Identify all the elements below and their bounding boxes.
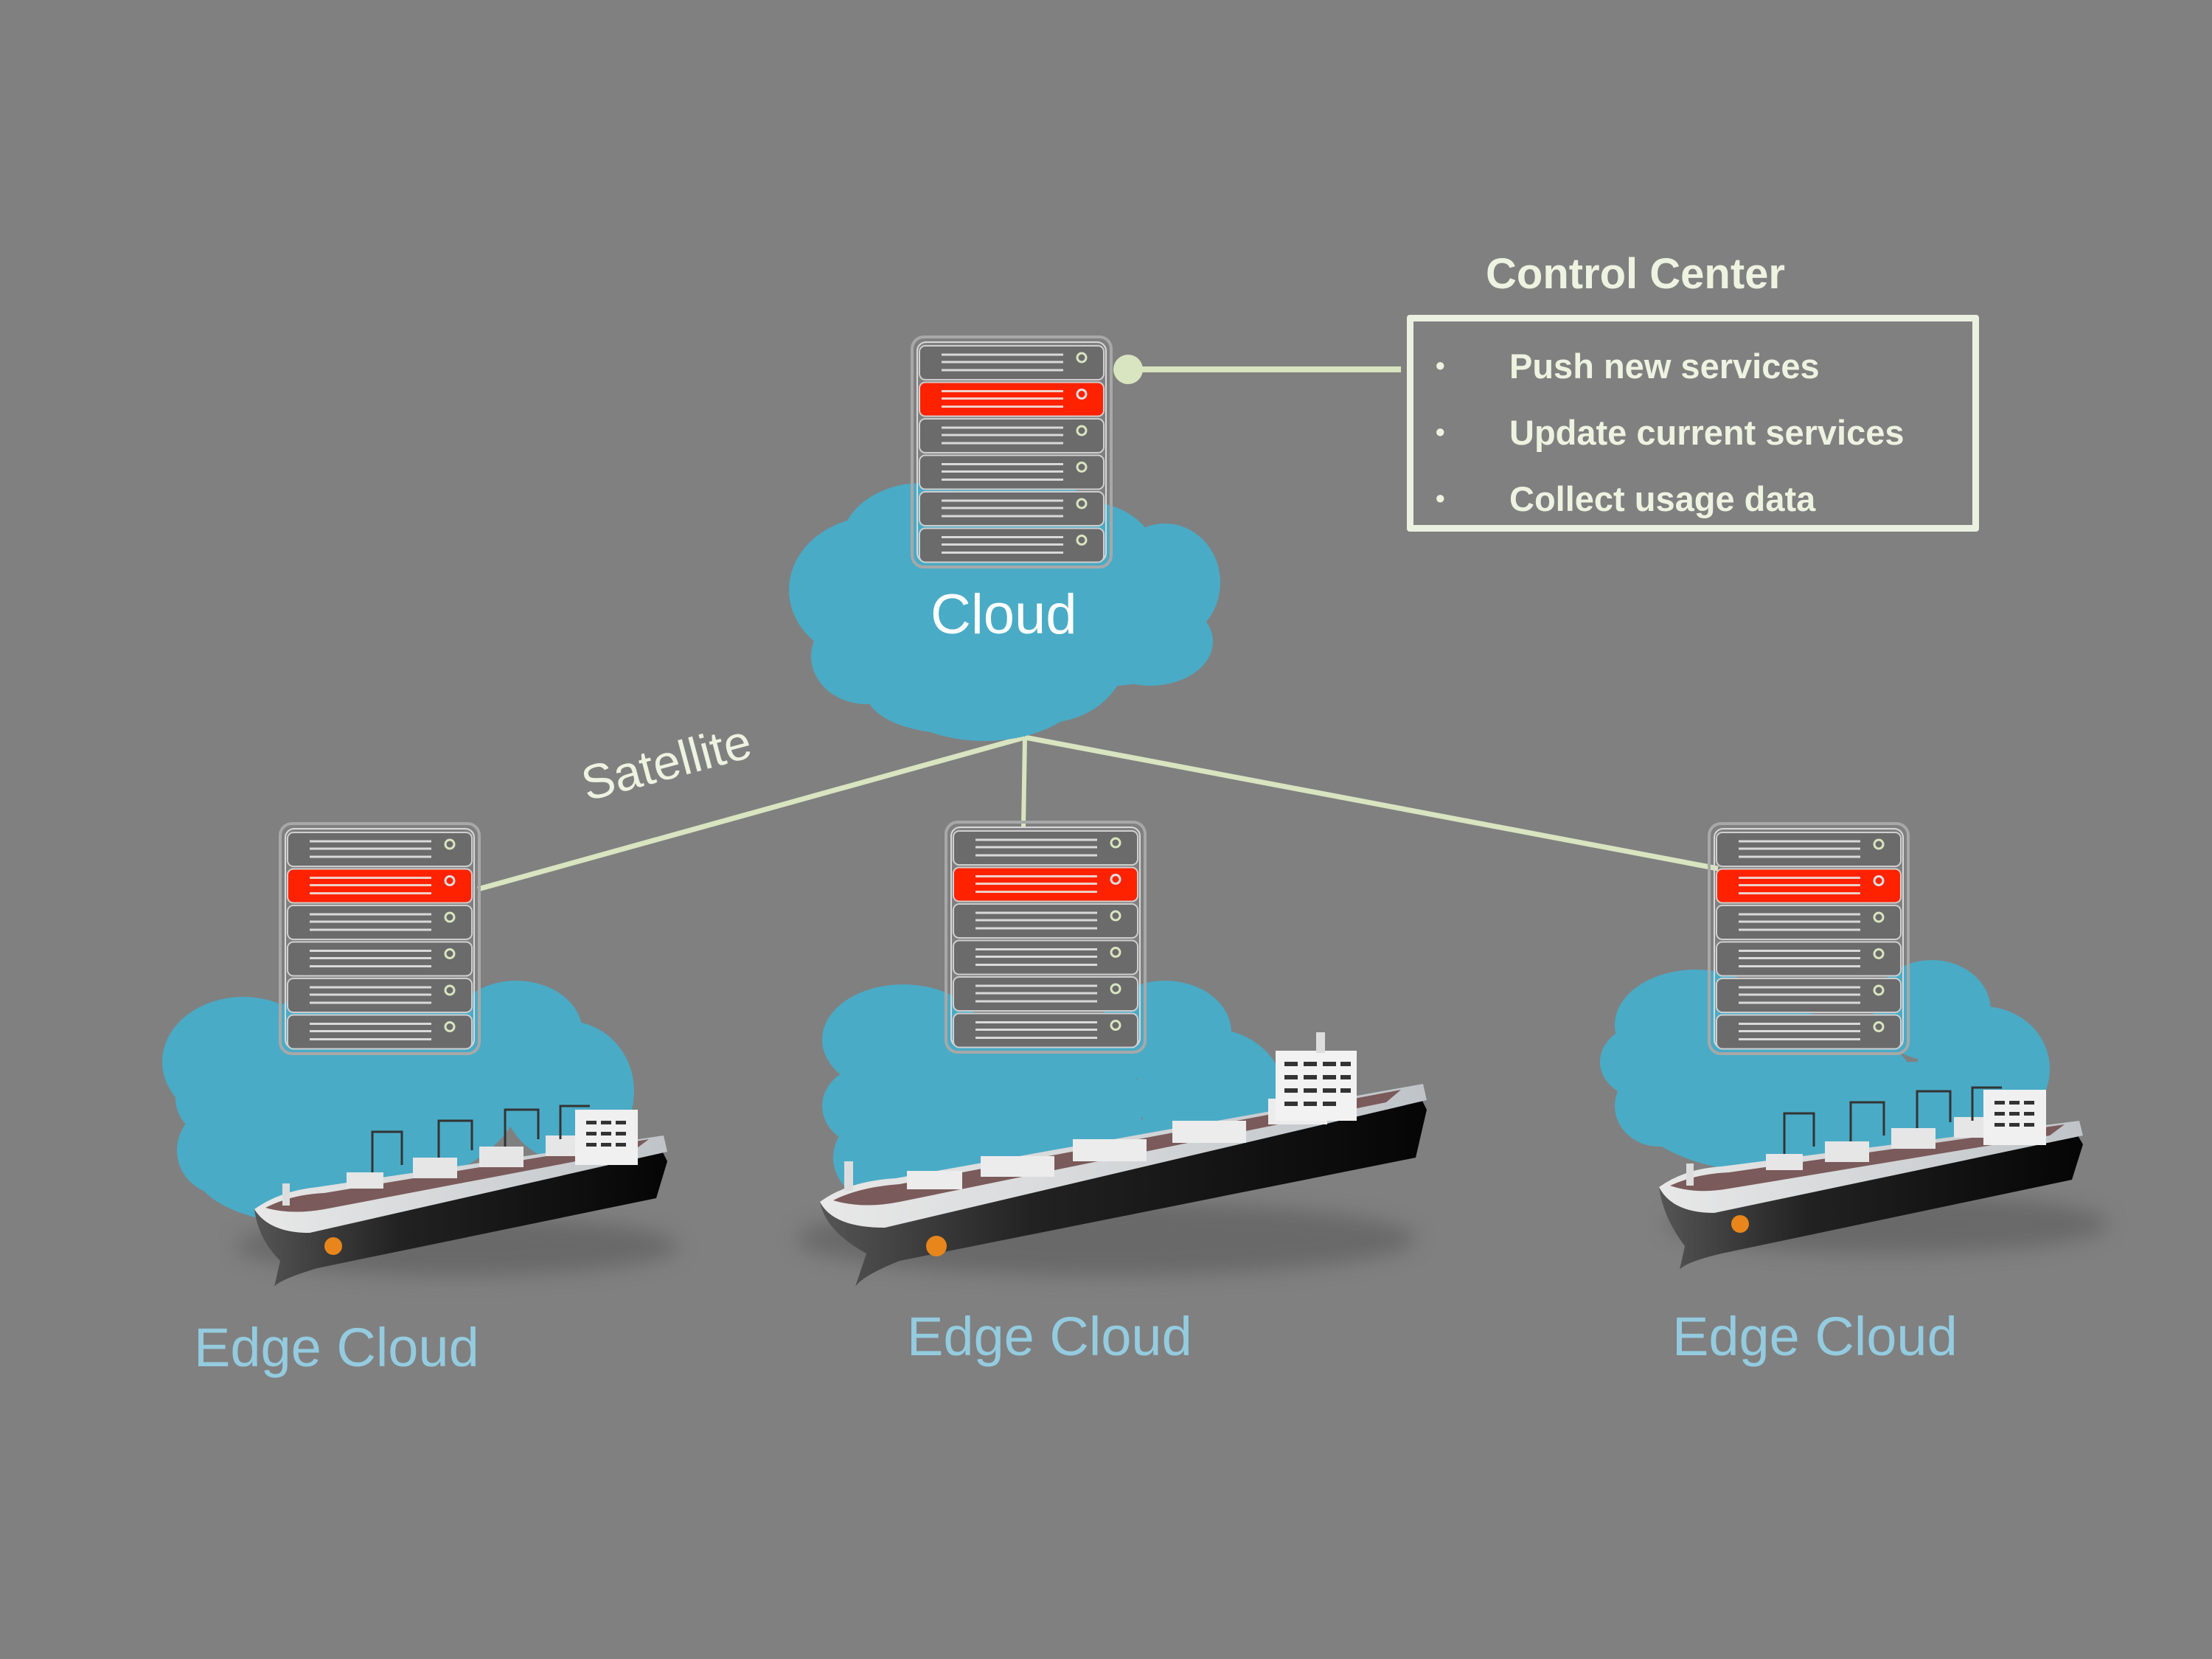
server-unit-alert	[952, 866, 1139, 902]
control-center-item-text: Collect usage data	[1509, 479, 1816, 518]
central-cloud-label: Cloud	[931, 583, 1077, 646]
server-unit	[952, 830, 1139, 866]
control-center-item-text: Update current services	[1509, 413, 1905, 452]
server-unit	[286, 831, 473, 868]
server-unit	[286, 941, 473, 977]
cargo-ship-icon-center	[796, 1032, 1427, 1287]
server-unit	[1715, 831, 1902, 868]
server-unit	[286, 904, 473, 941]
control-center-item-text: Push new services	[1509, 347, 1820, 386]
server-unit	[1715, 1014, 1902, 1050]
server-unit	[952, 1012, 1139, 1048]
server-unit	[918, 454, 1105, 490]
bullet-icon: •	[1436, 417, 1445, 447]
server-unit	[286, 977, 473, 1014]
network-links	[477, 355, 1719, 892]
edge-cloud-label-left: Edge Cloud	[194, 1317, 479, 1378]
satellite-link-left	[477, 734, 1026, 892]
edge-server-rack-icon-right	[1708, 822, 1910, 1055]
central-cloud-shape	[789, 479, 1220, 741]
control-center-panel: • Push new services • Update current ser…	[1407, 315, 1979, 532]
server-unit-alert	[1715, 868, 1902, 904]
server-unit	[1715, 904, 1902, 941]
server-unit	[918, 344, 1105, 381]
satellite-link-center	[1021, 737, 1027, 828]
server-unit	[952, 939, 1139, 975]
cargo-ship-icon-right	[1659, 1086, 2109, 1270]
server-unit	[1715, 941, 1902, 977]
server-unit	[286, 1014, 473, 1050]
server-unit-alert	[286, 868, 473, 904]
server-unit	[918, 490, 1105, 527]
edge-server-rack-icon-left	[279, 822, 481, 1055]
cargo-ship-icon-left	[236, 1105, 678, 1287]
server-unit	[952, 902, 1139, 939]
edge-server-rack-icon-center	[945, 821, 1147, 1054]
bullet-icon: •	[1436, 350, 1445, 380]
bullet-icon: •	[1436, 483, 1445, 513]
central-server-rack-icon	[911, 335, 1113, 568]
edge-cloud-label-center: Edge Cloud	[907, 1306, 1192, 1367]
server-unit	[1715, 977, 1902, 1014]
satellite-link-right	[1024, 734, 1719, 872]
server-unit	[918, 527, 1105, 563]
control-center-link-node	[1113, 355, 1143, 384]
server-unit-alert	[918, 381, 1105, 417]
edge-cloud-label-right: Edge Cloud	[1672, 1306, 1958, 1367]
server-unit	[918, 417, 1105, 454]
server-unit	[952, 975, 1139, 1012]
control-center-title: Control Center	[1486, 250, 1785, 298]
